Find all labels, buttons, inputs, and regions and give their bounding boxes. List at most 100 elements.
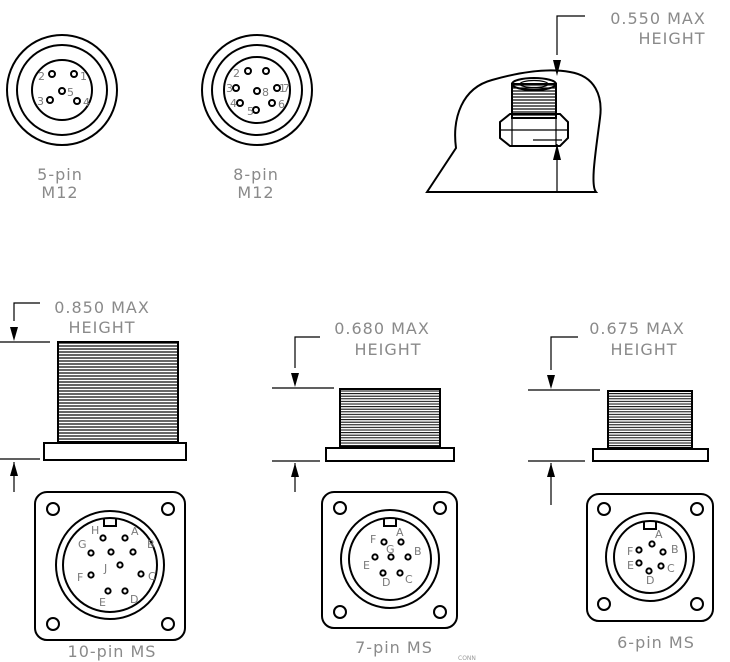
conn-tag: CONN xyxy=(458,655,476,662)
ms-6pin-connector: A B C D E F 6-pin MS xyxy=(586,493,714,652)
panel-surface xyxy=(425,69,602,193)
ms7-dim-label-line2: HEIGHT xyxy=(354,340,421,359)
mount-hole xyxy=(46,502,60,516)
pin-label: 3 xyxy=(226,82,233,95)
pin-label: 1 xyxy=(80,70,87,83)
pin-hole xyxy=(87,571,95,579)
shell-inner xyxy=(62,517,158,613)
mount-hole xyxy=(433,605,447,619)
m12-5pin-outer-ring xyxy=(6,34,118,146)
pin-label: C xyxy=(667,562,675,575)
pin-label: 8 xyxy=(262,86,269,99)
dim-arrow-down xyxy=(291,373,299,387)
pin-hole xyxy=(244,67,252,75)
pin-label: J xyxy=(103,562,107,575)
ms-10pin-caption: 10-pin MS xyxy=(68,642,157,661)
pin-label: A xyxy=(131,525,139,538)
pin-hole xyxy=(46,96,54,104)
pin-hole xyxy=(70,70,78,78)
pin-hole xyxy=(268,99,276,107)
flange xyxy=(43,442,187,461)
pin-hole xyxy=(273,84,281,92)
m12-5pin-caption-line2: M12 xyxy=(41,183,78,202)
pin-label: B xyxy=(147,538,155,551)
pin-hole xyxy=(236,99,244,107)
pin-hole xyxy=(404,553,412,561)
mount-hole xyxy=(161,617,175,631)
pin-label: 6 xyxy=(278,98,285,111)
m12-8pin-caption-line2: M12 xyxy=(237,183,274,202)
pin-hole xyxy=(137,570,145,578)
pin-hole xyxy=(659,548,667,556)
pin-hole xyxy=(635,546,643,554)
pin-hole xyxy=(116,561,124,569)
pin-label: C xyxy=(148,570,156,583)
m12-5pin-face xyxy=(31,59,93,121)
pin-hole xyxy=(635,559,643,567)
square-flange xyxy=(34,491,186,641)
pin-hole xyxy=(48,70,56,78)
pin-hole xyxy=(396,569,404,577)
pin-hole xyxy=(121,587,129,595)
pin-label: F xyxy=(77,571,83,584)
mount-hole xyxy=(690,502,704,516)
dim-leader xyxy=(13,302,40,321)
pin-label: 2 xyxy=(38,70,45,83)
pin-hole xyxy=(397,538,405,546)
pin-label: A xyxy=(655,528,663,541)
m12-8pin-inner-ring xyxy=(211,44,303,136)
dim-arrow-up xyxy=(10,462,18,476)
mount-hole xyxy=(333,501,347,515)
pin-hole xyxy=(657,562,665,570)
thread-body xyxy=(339,388,441,448)
ms-7pin-connector: A B C D E F G 7-pin MS CONN xyxy=(321,491,476,662)
m12-5pin-connector: 1 2 3 4 5 5-pin M12 xyxy=(6,34,118,202)
pin-hole xyxy=(58,87,66,95)
m12-dim-label-line2: HEIGHT xyxy=(638,29,705,48)
ms7-dim-label-line1: 0.680 MAX xyxy=(334,319,430,338)
dim-arrow-down xyxy=(553,60,561,76)
pin-hole xyxy=(232,84,240,92)
thread-body xyxy=(57,341,179,443)
m12-8pin-caption-line1: 8-pin xyxy=(233,165,279,184)
thread-top xyxy=(511,77,557,91)
keyway xyxy=(383,519,397,527)
dim-leader xyxy=(294,336,320,368)
pin-hole xyxy=(73,97,81,105)
pin-label: 5 xyxy=(67,86,74,99)
m12-side-view: 0.550 MAX HEIGHT xyxy=(425,9,705,193)
pin-label: F xyxy=(370,533,376,546)
flange xyxy=(592,448,709,462)
keyway xyxy=(103,518,117,527)
pin-label: 1 xyxy=(279,82,286,95)
pin-hole xyxy=(121,534,129,542)
pin-hole xyxy=(253,87,261,95)
mount-hole xyxy=(690,597,704,611)
thread-body xyxy=(607,390,693,449)
square-flange xyxy=(586,493,714,622)
pin-hole xyxy=(262,67,270,75)
pin-label: 5 xyxy=(247,105,254,118)
mount-hole xyxy=(333,605,347,619)
pin-hole xyxy=(645,567,653,575)
ms-7pin-caption: 7-pin MS xyxy=(355,638,433,657)
m12-8pin-outer-ring xyxy=(201,34,313,146)
dim-arrow-down xyxy=(547,375,555,389)
flange xyxy=(325,447,455,462)
dim-arrow-up xyxy=(547,463,555,477)
shell-outer xyxy=(55,510,165,620)
pin-label: 7 xyxy=(283,82,290,95)
ms6-dim-label-line1: 0.675 MAX xyxy=(589,319,685,338)
pin-hole xyxy=(387,553,395,561)
m12-8pin-face xyxy=(223,56,291,124)
pin-hole xyxy=(129,548,137,556)
square-flange xyxy=(321,491,458,629)
pin-hole xyxy=(252,106,260,114)
pin-label: D xyxy=(382,576,390,589)
pin-label: B xyxy=(671,543,679,556)
pin-label: 4 xyxy=(83,96,90,109)
shell-outer xyxy=(340,509,440,609)
ms-10pin-side-view: 0.850 MAX HEIGHT xyxy=(0,298,187,492)
dim-arrow-up xyxy=(291,463,299,477)
